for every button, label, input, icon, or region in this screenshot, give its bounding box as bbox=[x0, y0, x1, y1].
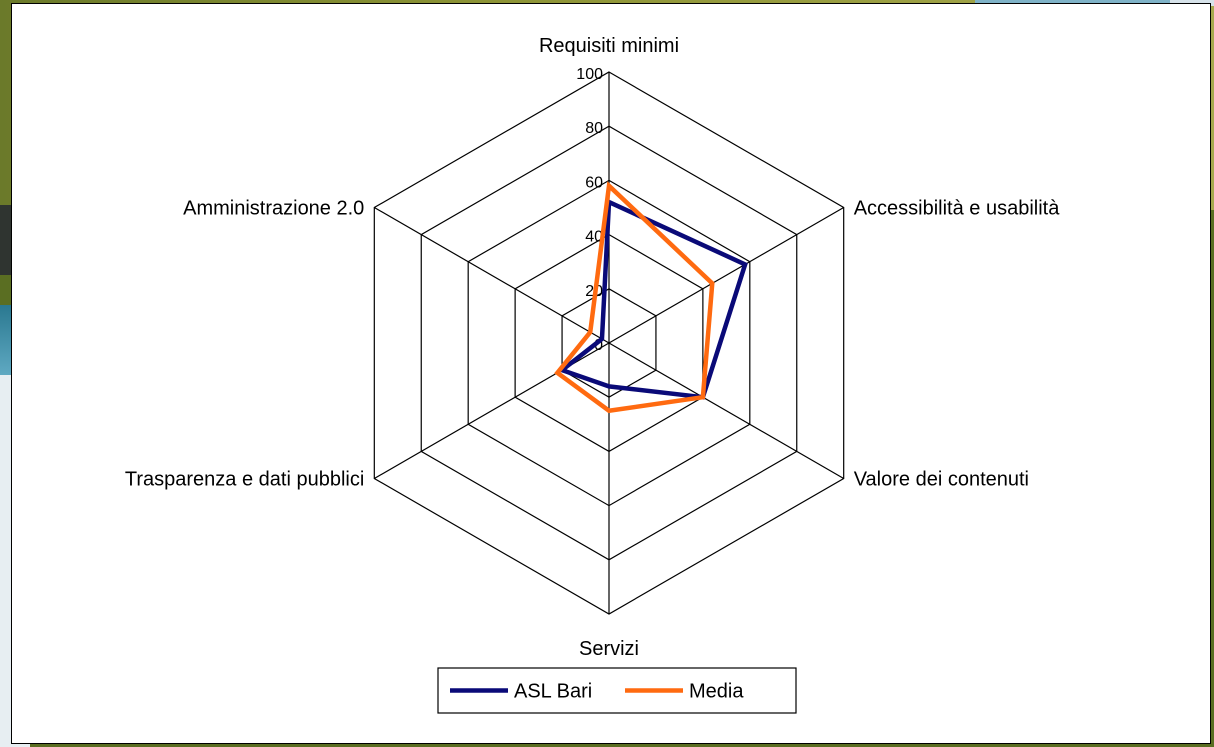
axis-spoke-1 bbox=[608, 206, 844, 344]
legend-box bbox=[437, 667, 797, 714]
legend-label: ASL Bari bbox=[514, 681, 592, 703]
series-line-0 bbox=[557, 198, 748, 400]
axis-spoke-2 bbox=[608, 342, 844, 480]
r-tick-label: 100 bbox=[576, 66, 603, 83]
category-label: Amministrazione 2.0 bbox=[183, 198, 364, 220]
axis-spoke-5 bbox=[374, 206, 610, 344]
series-line-1 bbox=[554, 181, 715, 414]
category-label: Servizi bbox=[579, 638, 639, 660]
r-tick-label: 80 bbox=[585, 120, 603, 137]
r-tick-label: 40 bbox=[585, 229, 603, 246]
category-label: Requisiti minimi bbox=[539, 35, 679, 57]
r-tick-label: 0 bbox=[594, 337, 603, 354]
legend-label: Media bbox=[689, 681, 744, 703]
category-label: Valore dei contenuti bbox=[854, 469, 1029, 491]
category-label: Trasparenza e dati pubblici bbox=[125, 469, 364, 491]
r-tick-label: 60 bbox=[585, 174, 603, 191]
category-label: Accessibilità e usabilità bbox=[854, 198, 1061, 220]
